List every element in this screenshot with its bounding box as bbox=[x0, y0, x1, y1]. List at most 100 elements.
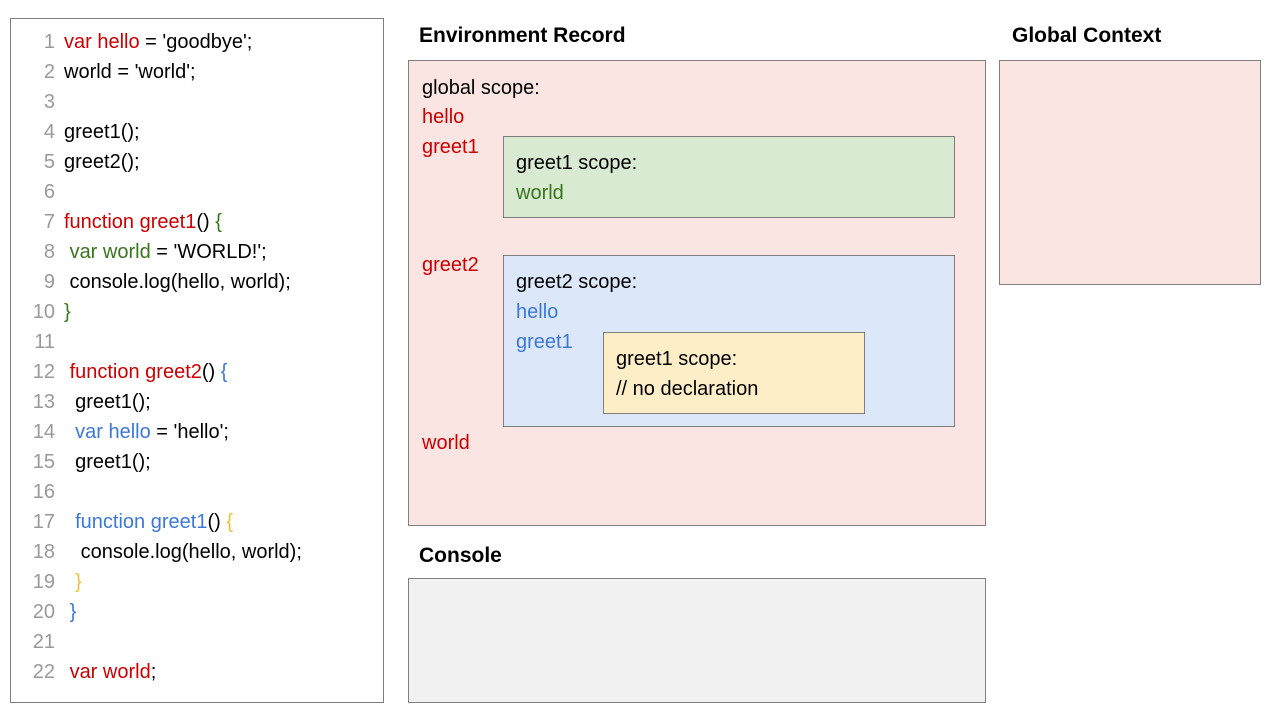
code-line-text: var hello = 'goodbye'; bbox=[55, 27, 252, 57]
code-line: 13 greet1(); bbox=[11, 387, 383, 417]
greet2-scope-title: greet2 scope: bbox=[516, 271, 638, 293]
global-context-box bbox=[999, 60, 1261, 285]
line-number: 17 bbox=[32, 511, 55, 533]
code-token: { bbox=[215, 211, 222, 233]
code-token: var world bbox=[69, 241, 151, 263]
global-scope-label: global scope: bbox=[422, 77, 540, 99]
code-line: 16 bbox=[11, 477, 383, 507]
code-line-text: greet1(); bbox=[55, 387, 151, 417]
global-var-greet1: greet1 bbox=[422, 136, 479, 158]
code-token: console.log(hello, world); bbox=[64, 271, 291, 293]
code-line: 17 function greet1() { bbox=[11, 507, 383, 537]
code-line-text: greet1(); bbox=[55, 447, 151, 477]
code-token: () bbox=[207, 511, 227, 533]
inner-greet1-scope-note: // no declaration bbox=[616, 378, 759, 400]
code-token: { bbox=[220, 361, 228, 383]
line-number: 5 bbox=[43, 151, 55, 173]
global-context-title: Global Context bbox=[1012, 24, 1162, 47]
code-line: 14 var hello = 'hello'; bbox=[11, 417, 383, 447]
code-line: 5 greet2(); bbox=[11, 147, 383, 177]
code-token: } bbox=[75, 571, 82, 593]
code-line: 21 bbox=[11, 627, 383, 657]
code-token: greet2(); bbox=[64, 151, 140, 173]
line-number: 18 bbox=[32, 541, 55, 563]
code-line-text: function greet1() { bbox=[55, 207, 222, 237]
code-line-text: } bbox=[55, 297, 71, 327]
code-token: () bbox=[201, 361, 221, 383]
inner-greet1-scope-title: greet1 scope: bbox=[616, 348, 738, 370]
line-number: 7 bbox=[43, 211, 55, 233]
greet1-scope-var-world: world bbox=[516, 182, 564, 204]
line-number: 21 bbox=[32, 631, 55, 653]
code-line-text: function greet2() { bbox=[55, 357, 228, 387]
code-token: function greet2 bbox=[69, 361, 202, 383]
code-line-text: greet1(); bbox=[55, 117, 140, 147]
code-token: greet1(); bbox=[64, 451, 151, 473]
code-line: 12 function greet2() { bbox=[11, 357, 383, 387]
line-number: 19 bbox=[32, 571, 55, 593]
global-var-world: world bbox=[422, 432, 470, 454]
code-token: } bbox=[64, 301, 71, 323]
code-line: 18 console.log(hello, world); bbox=[11, 537, 383, 567]
environment-record-title: Environment Record bbox=[419, 24, 626, 47]
code-line-text: } bbox=[55, 567, 82, 597]
greet2-scope-var-hello: hello bbox=[516, 301, 559, 323]
code-token: console.log(hello, world); bbox=[64, 541, 302, 563]
code-token: { bbox=[226, 511, 234, 533]
line-number: 1 bbox=[43, 31, 55, 53]
code-line: 9 console.log(hello, world); bbox=[11, 267, 383, 297]
line-number: 16 bbox=[32, 481, 55, 503]
code-line: 20 } bbox=[11, 597, 383, 627]
line-number: 4 bbox=[43, 121, 55, 143]
code-token: () bbox=[196, 211, 216, 233]
line-number: 14 bbox=[32, 421, 55, 443]
greet2-scope-var-greet1: greet1 bbox=[516, 331, 573, 353]
environment-record-box: global scope: hello greet1 greet2 world … bbox=[408, 60, 986, 526]
code-token: greet1(); bbox=[64, 391, 151, 413]
greet2-scope-box: greet2 scope: hello greet1 greet1 scope:… bbox=[503, 255, 955, 427]
code-token: greet1(); bbox=[64, 121, 140, 143]
code-token: var hello bbox=[64, 31, 140, 53]
line-number: 20 bbox=[32, 601, 55, 623]
line-number: 3 bbox=[43, 91, 55, 113]
code-token: function greet1 bbox=[75, 511, 208, 533]
code-line-text: greet2(); bbox=[55, 147, 140, 177]
code-line-text: var world = 'WORLD!'; bbox=[55, 237, 267, 267]
code-line-text: var world; bbox=[55, 657, 157, 687]
code-token: = 'hello'; bbox=[150, 421, 229, 443]
code-line-text: console.log(hello, world); bbox=[55, 537, 302, 567]
line-number: 13 bbox=[32, 391, 55, 413]
line-number: 15 bbox=[32, 451, 55, 473]
code-line-text: function greet1() { bbox=[55, 507, 233, 537]
global-var-hello: hello bbox=[422, 106, 465, 128]
code-token: ; bbox=[150, 661, 157, 683]
console-title: Console bbox=[419, 544, 502, 567]
code-line: 3 bbox=[11, 87, 383, 117]
code-line: 11 bbox=[11, 327, 383, 357]
code-token bbox=[64, 511, 75, 533]
line-number: 9 bbox=[43, 271, 55, 293]
code-line-text: world = 'world'; bbox=[55, 57, 196, 87]
code-line: 4 greet1(); bbox=[11, 117, 383, 147]
code-token: var world bbox=[69, 661, 151, 683]
code-line: 22 var world; bbox=[11, 657, 383, 687]
code-line: 10} bbox=[11, 297, 383, 327]
line-number: 11 bbox=[34, 331, 55, 353]
code-line-text: console.log(hello, world); bbox=[55, 267, 291, 297]
inner-greet1-scope-box: greet1 scope: // no declaration bbox=[603, 332, 865, 414]
greet1-scope-box: greet1 scope: world bbox=[503, 136, 955, 218]
console-output-box[interactable] bbox=[408, 578, 986, 703]
line-number: 22 bbox=[32, 661, 55, 683]
code-line-text: } bbox=[55, 597, 77, 627]
code-token: world = 'world'; bbox=[64, 61, 196, 83]
code-line: 8 var world = 'WORLD!'; bbox=[11, 237, 383, 267]
line-number: 10 bbox=[32, 301, 55, 323]
code-line: 6 bbox=[11, 177, 383, 207]
greet1-scope-title: greet1 scope: bbox=[516, 152, 638, 174]
code-token bbox=[64, 571, 75, 593]
